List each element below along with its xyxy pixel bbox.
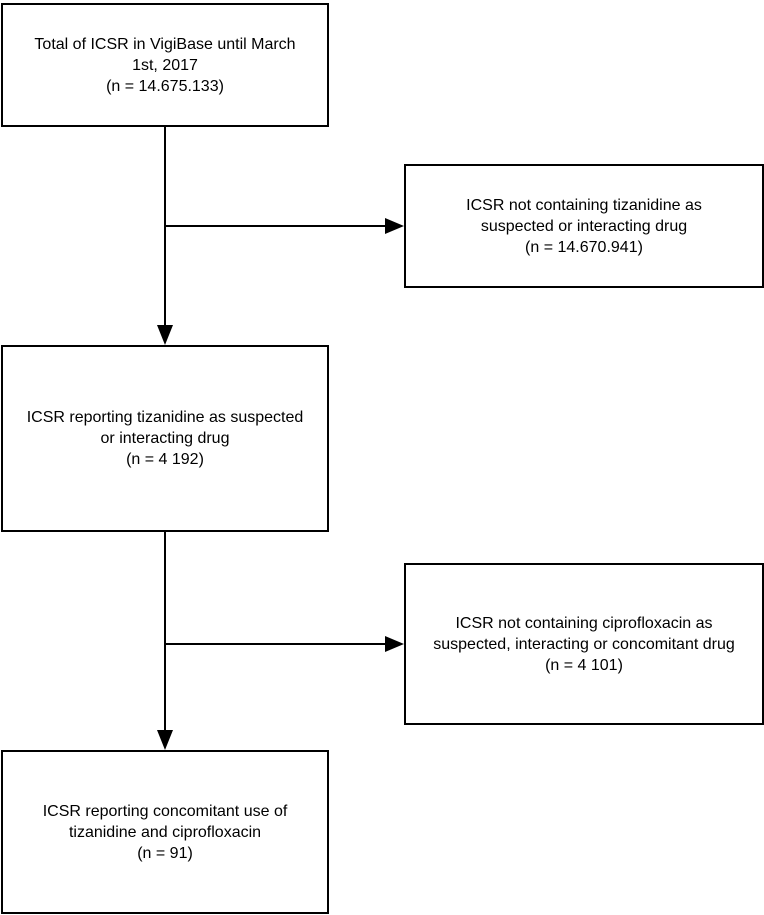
arrowhead-to-no-ciprofloxacin [385,636,404,652]
box-no-ciprofloxacin-count: (n = 4 101) [545,656,623,674]
box-total-count: (n = 14.675.133) [106,77,224,95]
box-tizanidine-text: ICSR reporting tizanidine as suspected o… [27,407,304,470]
box-no-tizanidine-line1: ICSR not containing tizanidine as [466,196,702,214]
arrowhead-to-no-tizanidine [385,218,404,234]
box-tizanidine: ICSR reporting tizanidine as suspected o… [1,345,329,532]
box-concomitant-text: ICSR reporting concomitant use of tizani… [43,801,288,864]
box-concomitant-use: ICSR reporting concomitant use of tizani… [1,750,329,914]
box-no-tizanidine: ICSR not containing tizanidine as suspec… [404,164,764,288]
arrowhead-to-tizanidine [157,325,173,345]
box-no-tizanidine-text: ICSR not containing tizanidine as suspec… [466,195,702,258]
box-total-line1: Total of ICSR in VigiBase until March [34,35,296,53]
arrowhead-to-concomitant [157,730,173,750]
box-no-tizanidine-line2: suspected or interacting drug [480,217,688,235]
box-no-ciprofloxacin: ICSR not containing ciprofloxacin as sus… [404,563,764,725]
box-no-ciprofloxacin-line2: suspected, interacting or concomitant dr… [433,635,735,653]
box-no-ciprofloxacin-line1: ICSR not containing ciprofloxacin as [455,614,713,632]
box-tizanidine-line2: or interacting drug [100,430,230,447]
box-concomitant-line1: ICSR reporting concomitant use of [42,802,288,820]
box-no-ciprofloxacin-text: ICSR not containing ciprofloxacin as sus… [433,613,735,676]
box-tizanidine-line1: ICSR reporting tizanidine as suspected [26,409,304,426]
box-no-tizanidine-count: (n = 14.670.941) [525,238,643,256]
box-tizanidine-count: (n = 4 192) [126,451,204,468]
box-total-line2: 1st, 2017 [132,56,198,74]
box-concomitant-line2: tizanidine and ciprofloxacin [68,823,262,841]
box-total-icsr: Total of ICSR in VigiBase until March 1s… [1,3,329,127]
box-total-text: Total of ICSR in VigiBase until March 1s… [34,34,295,97]
box-concomitant-count: (n = 91) [137,844,193,862]
